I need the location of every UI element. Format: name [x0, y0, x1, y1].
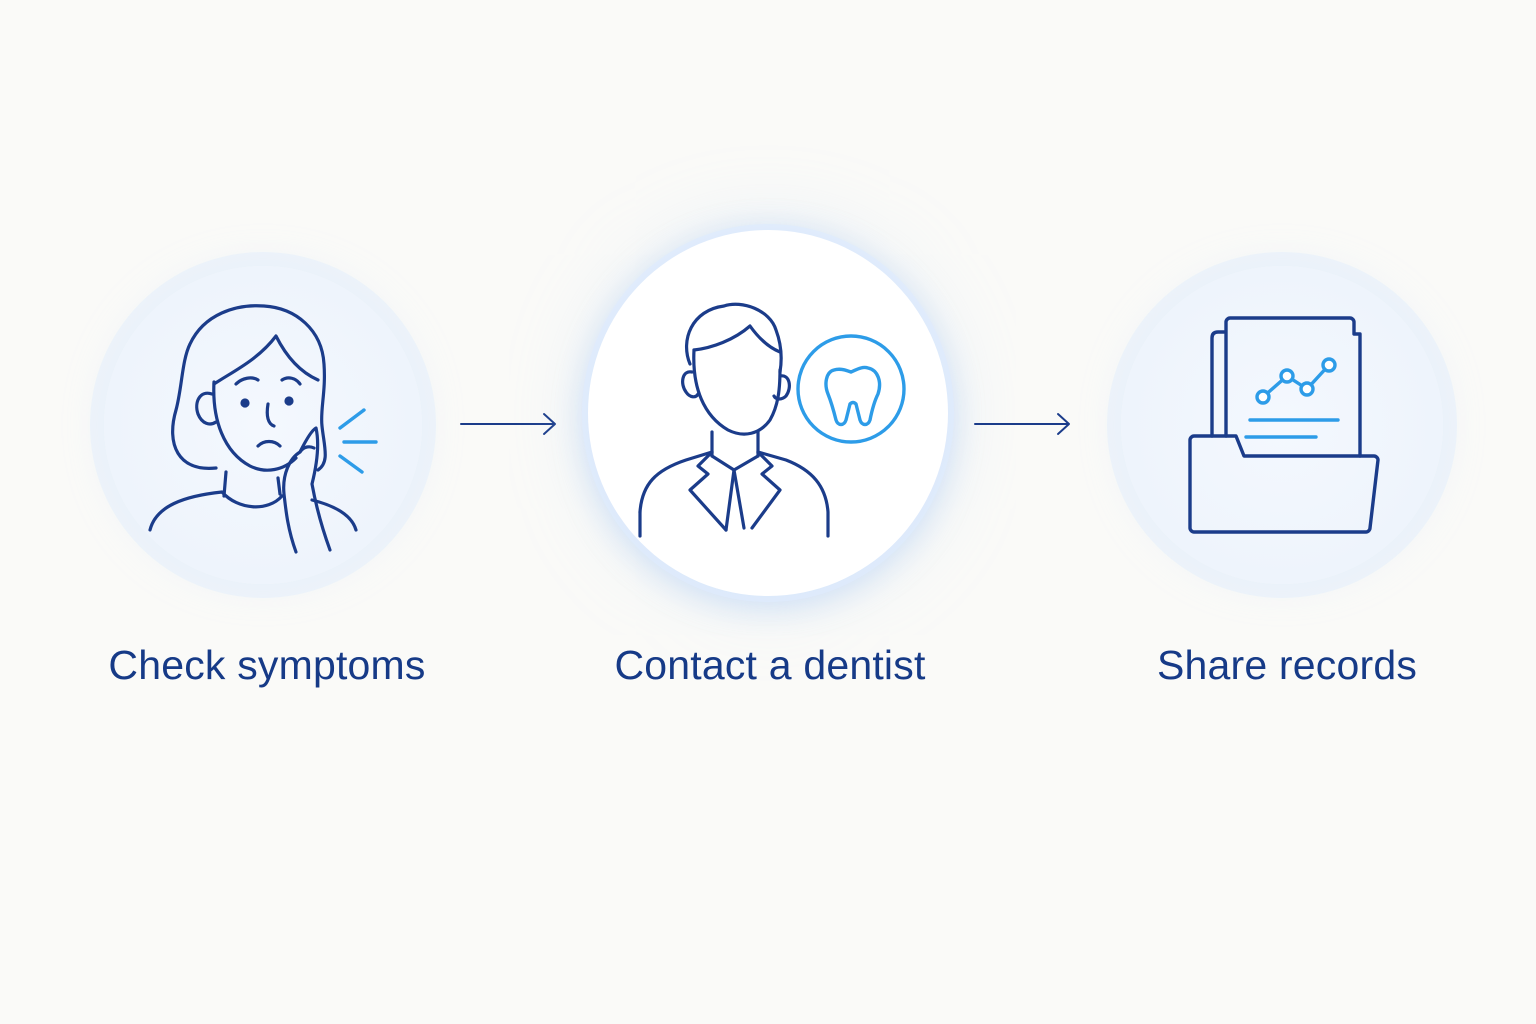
arrow-right-icon [460, 413, 556, 435]
step-1-circle [104, 266, 422, 584]
step-1-label: Check symptoms [108, 642, 426, 688]
records-folder-icon [1188, 316, 1380, 534]
step-3-label: Share records [1156, 642, 1418, 688]
step-2-label: Contact a dentist [614, 642, 926, 688]
patient-toothache-icon [148, 304, 378, 554]
step-2-circle [588, 230, 948, 596]
arrow-right-icon [974, 413, 1070, 435]
dentist-icon [638, 302, 906, 538]
